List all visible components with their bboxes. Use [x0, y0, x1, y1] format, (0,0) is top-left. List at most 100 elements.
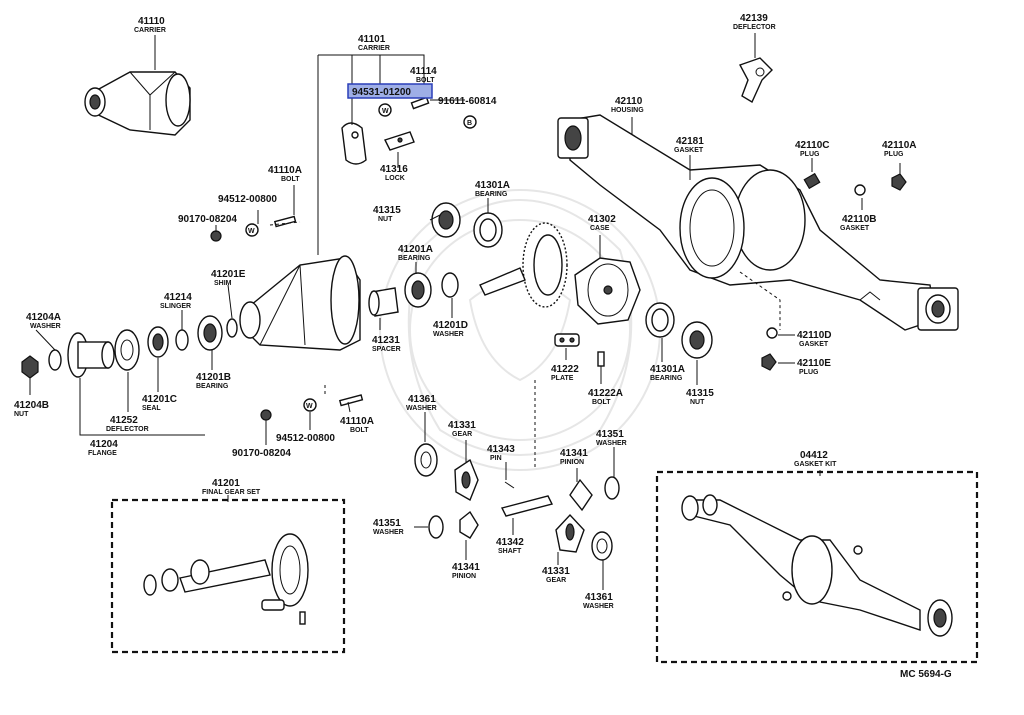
nut-41204B-part[interactable]: [21, 355, 39, 379]
plug-42110A-part[interactable]: [891, 173, 907, 191]
callout-41201[interactable]: 41201 FINAL GEAR SET: [202, 478, 261, 496]
callout-41351-top[interactable]: 41351 WASHER: [596, 429, 627, 447]
nut-90170-bottom-part[interactable]: [260, 409, 272, 421]
final-gear-set-41201-part[interactable]: [143, 533, 309, 625]
gasket-42110B-part[interactable]: [854, 184, 866, 196]
callout-94512-00800-bottom[interactable]: 94512-00800: [276, 433, 335, 444]
callout-41302[interactable]: 41302 CASE: [588, 214, 616, 232]
plug-42110C-part[interactable]: [803, 172, 821, 190]
callout-41201C[interactable]: 41201C SEAL: [142, 394, 177, 412]
callout-41214[interactable]: 41214 SLINGER: [160, 292, 192, 310]
callout-41201B[interactable]: 41201B BEARING: [196, 372, 231, 390]
washer-94512-bottom-part[interactable]: W: [303, 398, 317, 412]
callout-41231[interactable]: 41231 SPACER: [372, 335, 401, 353]
ring-gear-part[interactable]: [479, 222, 568, 308]
callout-41201E[interactable]: 41201E SHIM: [211, 269, 246, 287]
part-91611-60814[interactable]: B: [463, 115, 477, 129]
lock-41316-part[interactable]: [384, 131, 415, 151]
callout-41342[interactable]: 41342 SHAFT: [496, 537, 524, 555]
washer-41351-bottom-part[interactable]: [428, 515, 444, 539]
gasket-42181-part[interactable]: [679, 177, 745, 279]
washer-41361-top-part[interactable]: [414, 443, 438, 477]
callout-41252[interactable]: 41252 DEFLECTOR: [106, 415, 149, 433]
axle-housing-42110-part[interactable]: [557, 114, 959, 331]
bearing-41201A-part[interactable]: [404, 272, 432, 308]
callout-41222A[interactable]: 41222A BOLT: [588, 388, 623, 406]
callout-42181[interactable]: 42181 GASKET: [674, 136, 704, 154]
nut-90170-top-part[interactable]: [210, 230, 222, 242]
seal-41201C-part[interactable]: [147, 326, 169, 358]
callout-41351-bottom[interactable]: 41351 WASHER: [373, 518, 404, 536]
callout-90170-08204-bottom[interactable]: 90170-08204: [232, 448, 291, 459]
diff-case-41302-part[interactable]: [574, 257, 641, 325]
callout-41316[interactable]: 41316 LOCK: [380, 164, 408, 182]
bearing-41301A-bottom-part[interactable]: [645, 302, 675, 338]
nut-41315-left-part[interactable]: [431, 202, 461, 238]
callout-41110A-bottom[interactable]: 41110A BOLT: [340, 416, 374, 434]
callout-41114[interactable]: 41114 BOLT: [410, 66, 437, 84]
callout-91611-60814[interactable]: 91611-60814: [438, 96, 497, 107]
shim-41201E-part[interactable]: [226, 318, 238, 338]
callout-41201D[interactable]: 41201D WASHER: [433, 320, 468, 338]
spacer-41231-part[interactable]: [368, 287, 399, 317]
callout-41204A[interactable]: 41204A WASHER: [26, 312, 61, 330]
deflector-41252-part[interactable]: [114, 329, 140, 371]
bearing-41301A-top-part[interactable]: [473, 212, 503, 248]
washer-41204A-part[interactable]: [48, 349, 62, 371]
washer-41361-bottom-part[interactable]: [591, 531, 613, 561]
pinion-41341-bottom-part[interactable]: [459, 510, 479, 539]
bolt-41222A-part[interactable]: [597, 351, 605, 367]
callout-41201A[interactable]: 41201A BEARING: [398, 244, 433, 262]
washer-41201D-part[interactable]: [441, 272, 459, 298]
callout-41341-bottom[interactable]: 41341 PINION: [452, 562, 480, 580]
carrier-41110-part[interactable]: [84, 71, 191, 136]
callout-42110B[interactable]: 42110B GASKET: [840, 214, 876, 232]
callout-41315-left[interactable]: 41315 NUT: [373, 205, 401, 223]
plug-42110E-part[interactable]: [761, 353, 777, 371]
nut-41315-right-part[interactable]: [681, 321, 713, 359]
callout-41341-top[interactable]: 41341 PINION: [560, 448, 588, 466]
callout-41301A-bottom[interactable]: 41301A BEARING: [650, 364, 685, 382]
callout-41343[interactable]: 41343 PIN: [487, 444, 515, 462]
bolt-41110A-top-part[interactable]: [273, 215, 297, 228]
callout-41361-bottom[interactable]: 41361 WASHER: [583, 592, 614, 610]
callout-41361-top[interactable]: 41361 WASHER: [406, 394, 437, 412]
pinion-41341-top-part[interactable]: [569, 478, 593, 512]
flange-41204-part[interactable]: [67, 332, 115, 378]
callout-41222[interactable]: 41222 PLATE: [551, 364, 579, 382]
shaft-41342-part[interactable]: [500, 495, 554, 517]
callout-42110A[interactable]: 42110A PLUG: [882, 140, 916, 158]
gasket-kit-04412-part[interactable]: [681, 494, 953, 637]
callout-42110C[interactable]: 42110C PLUG: [795, 140, 829, 158]
callout-41301A-top[interactable]: 41301A BEARING: [475, 180, 510, 198]
callout-41110[interactable]: 41110 CARRIER: [134, 16, 166, 34]
slinger-41214-part[interactable]: [175, 329, 189, 351]
callout-94512-00800-top[interactable]: 94512-00800: [218, 194, 277, 205]
callout-41101[interactable]: 41101 CARRIER: [358, 34, 390, 52]
deflector-42139-part[interactable]: [738, 57, 773, 104]
callout-42110D[interactable]: 42110D GASKET: [797, 330, 831, 348]
carrier-housing-part[interactable]: [239, 255, 361, 351]
callout-41204[interactable]: 41204 FLANGE: [88, 439, 118, 457]
bearing-41201B-part[interactable]: [197, 315, 223, 351]
gear-41331-top-part[interactable]: [454, 458, 479, 502]
callout-41315-right[interactable]: 41315 NUT: [686, 388, 714, 406]
callout-41331-top[interactable]: 41331 GEAR: [448, 420, 476, 438]
callout-04412[interactable]: 04412 GASKET KIT: [794, 450, 837, 468]
pin-41343-part[interactable]: [504, 481, 515, 489]
callout-42139[interactable]: 42139 DEFLECTOR: [733, 13, 776, 31]
callout-42110[interactable]: 42110 HOUSING: [611, 96, 644, 114]
gasket-42110D-part[interactable]: [766, 327, 778, 339]
washer-94512-top-part[interactable]: W: [245, 223, 259, 237]
plate-41222-part[interactable]: [554, 333, 580, 347]
washer-94531-part[interactable]: W: [378, 103, 392, 117]
callout-41204B[interactable]: 41204B NUT: [14, 400, 49, 418]
callout-90170-08204-top[interactable]: 90170-08204: [178, 214, 237, 225]
callout-94531-01200-highlighted[interactable]: 94531-01200: [347, 83, 433, 99]
callout-42110E[interactable]: 42110E PLUG: [797, 358, 831, 376]
callout-41331-bottom[interactable]: 41331 GEAR: [542, 566, 570, 584]
bolt-41110A-bottom-part[interactable]: [338, 394, 364, 407]
gear-41331-bottom-part[interactable]: [555, 513, 585, 553]
washer-41351-top-part[interactable]: [604, 476, 620, 500]
bolt-41114-part[interactable]: [410, 96, 430, 110]
